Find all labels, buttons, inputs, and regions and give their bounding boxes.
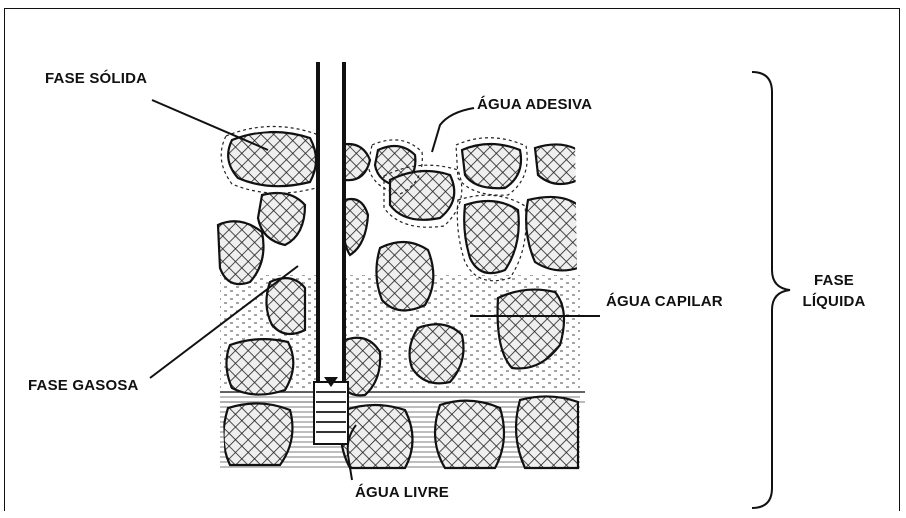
particle — [223, 403, 292, 465]
particle — [228, 132, 316, 186]
particle — [390, 171, 454, 220]
liquid-phase-brace — [752, 72, 790, 508]
particle — [343, 199, 368, 255]
particle — [218, 221, 264, 284]
label-capillary-water: ÁGUA CAPILAR — [606, 293, 723, 310]
particle — [464, 201, 519, 273]
particle — [376, 242, 433, 310]
particle — [526, 197, 578, 270]
particle — [341, 405, 413, 468]
particle — [258, 193, 305, 245]
label-solid-phase: FASE SÓLIDA — [45, 70, 147, 87]
label-liquid-phase-line2: LÍQUIDA — [794, 293, 874, 310]
particle — [226, 339, 293, 394]
particle — [410, 324, 464, 383]
label-liquid-phase: FASE LÍQUIDA — [794, 272, 874, 310]
leader-solid-phase — [152, 100, 268, 150]
soil-particles — [218, 132, 578, 468]
particle — [462, 144, 521, 188]
label-free-water: ÁGUA LIVRE — [355, 484, 449, 501]
label-adhesive-water: ÁGUA ADESIVA — [477, 96, 592, 113]
leader-adhesive-water — [432, 108, 474, 152]
particle — [516, 396, 578, 468]
label-liquid-phase-line1: FASE — [794, 272, 874, 289]
particle — [535, 144, 578, 184]
particle — [435, 401, 504, 468]
label-gas-phase: FASE GASOSA — [28, 377, 139, 394]
tube — [314, 62, 348, 444]
